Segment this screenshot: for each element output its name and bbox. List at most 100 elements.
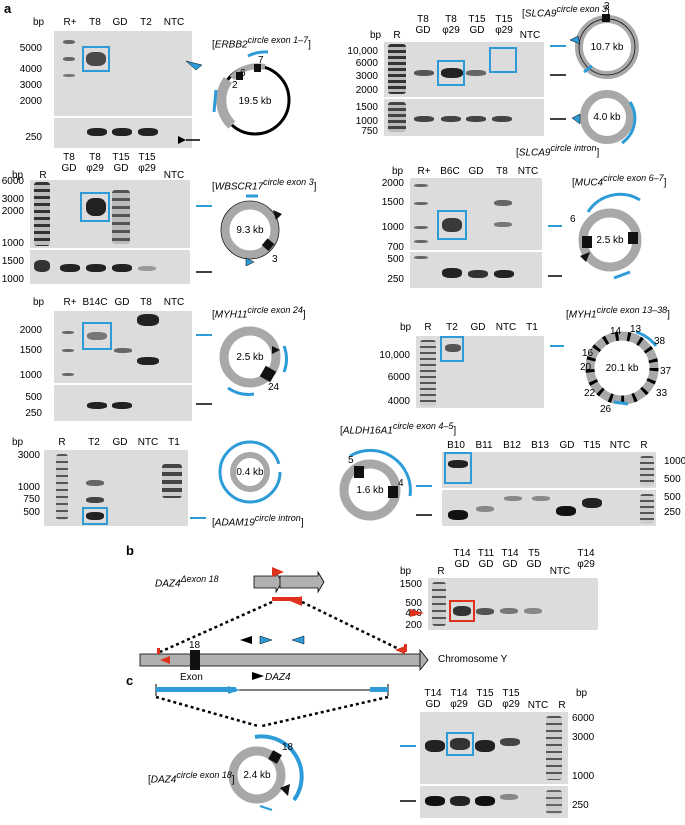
- ladder-label: 1500: [19, 345, 42, 356]
- ladder-label: 2000: [355, 85, 378, 96]
- lane-label: T8: [140, 297, 152, 308]
- lane-label: T2: [140, 17, 152, 28]
- lane-label: T8 φ29: [442, 14, 460, 36]
- lane-label: R: [424, 322, 432, 333]
- lane-label: T1: [168, 437, 180, 448]
- exon-number: 4: [398, 478, 404, 489]
- lane-label: GD: [112, 437, 128, 448]
- lane-label: T8 GD: [415, 14, 431, 36]
- lane-label: NTC: [517, 166, 539, 177]
- lane-label: R: [640, 440, 648, 451]
- lane-label: GD: [468, 166, 484, 177]
- exon-number: 14: [610, 326, 622, 337]
- lane-label: T14 φ29: [577, 548, 595, 570]
- ladder-label: 1000: [1, 274, 24, 285]
- ladder-label: 1000: [1, 238, 24, 249]
- lane-label: T14 GD: [501, 548, 519, 570]
- lane-label: T14 GD: [424, 688, 442, 710]
- circle-label-myh11: [MYH11circle exon 24]: [212, 305, 306, 321]
- bp-label: bp: [33, 297, 45, 308]
- ladder-label: 250: [25, 132, 42, 143]
- ladder-label: 4000: [19, 64, 42, 75]
- bp-label: bp: [12, 170, 24, 181]
- ladder-label: 500: [405, 598, 422, 609]
- exon-number: 3: [272, 254, 278, 265]
- exon-number: 3: [604, 1, 610, 12]
- selected-band-box: [82, 46, 110, 72]
- exon-number: 20: [580, 362, 592, 373]
- lane-label: B12: [503, 440, 521, 451]
- exon-number: 5: [348, 455, 354, 466]
- ladder-label: 10,000: [379, 350, 410, 361]
- circle-label-daz4: [DAZ4circle exon 18]: [148, 770, 235, 786]
- ladder-label: 1500: [355, 102, 378, 113]
- lane-label: T15 φ29: [502, 688, 520, 710]
- ladder-label: 10,000: [347, 46, 378, 57]
- ladder-label: 2000: [381, 178, 404, 189]
- exon-number: 22: [584, 388, 596, 399]
- exon-number: 6: [240, 68, 246, 79]
- circle-label-muc4: [MUC4circle exon 6–7]: [572, 173, 667, 189]
- ladder-label: 250: [664, 507, 681, 518]
- lane-label: T15: [583, 440, 601, 451]
- panel-label-b: b: [126, 543, 134, 558]
- circle-size: 1.6 kb: [356, 485, 384, 496]
- lane-label: T8 GD: [61, 152, 77, 174]
- ladder-label: 6000: [387, 372, 410, 383]
- ladder-label: 1000: [17, 482, 40, 493]
- lane-label: T2: [446, 322, 458, 333]
- exon-number: 16: [582, 348, 594, 359]
- lane-label: B11: [475, 440, 493, 451]
- exon-number: 2: [232, 80, 238, 91]
- lane-label: T15 GD: [112, 152, 130, 174]
- lane-label: R: [393, 30, 401, 41]
- ladder-label: 6000: [355, 58, 378, 69]
- lane-label: NTC: [163, 297, 185, 308]
- circle-size: 0.4 kb: [236, 467, 264, 478]
- bp-label: bp: [33, 17, 45, 28]
- lane-label: B6C: [440, 166, 460, 177]
- lane-label: T14 GD: [453, 548, 471, 570]
- lane-label: T1: [526, 322, 538, 333]
- ladder-label: 3000: [19, 80, 42, 91]
- bp-label: bp: [576, 688, 588, 699]
- ladder-label: 250: [25, 408, 42, 419]
- ladder-label: 500: [664, 492, 681, 503]
- circle-label-slca9: [SLCA9circle exon 3]: [522, 4, 610, 20]
- ladder-label: 3000: [572, 732, 595, 743]
- circle-label-wbscr17: [WBSCR17circle exon 3]: [212, 177, 317, 193]
- lane-label: R: [58, 437, 66, 448]
- ladder-label: 1000: [664, 456, 685, 467]
- ladder-label: 750: [23, 494, 40, 505]
- lane-label: B14C: [82, 297, 108, 308]
- circle-size: 2.5 kb: [596, 235, 624, 246]
- lane-label: GD: [112, 17, 128, 28]
- lane-label: T8: [89, 17, 101, 28]
- lane-label: R: [437, 566, 445, 577]
- lane-label: GD: [114, 297, 130, 308]
- ladder-label: 3000: [355, 71, 378, 82]
- exon-number: 7: [258, 55, 264, 66]
- circle-label-aldh16a1: [ALDH16A1circle exon 4–5]: [340, 421, 457, 437]
- ladder-label: 3000: [1, 194, 24, 205]
- lane-label: R+: [63, 17, 77, 28]
- ladder-label: 1000: [572, 771, 595, 782]
- lane-label: NTC: [527, 700, 549, 711]
- ladder-label: 500: [25, 392, 42, 403]
- lane-label: R: [558, 700, 566, 711]
- lane-label: NTC: [549, 566, 571, 577]
- lane-label: R+: [417, 166, 431, 177]
- exon-number: 13: [630, 324, 642, 335]
- circle-label-erbb2: [ERBB2circle exon 1–7]: [212, 35, 311, 51]
- ladder-label: 1500: [1, 256, 24, 267]
- lane-label: T8: [496, 166, 508, 177]
- lane-label: NTC: [609, 440, 631, 451]
- circle-size: 20.1 kb: [605, 363, 639, 374]
- lane-label: B10: [447, 440, 465, 451]
